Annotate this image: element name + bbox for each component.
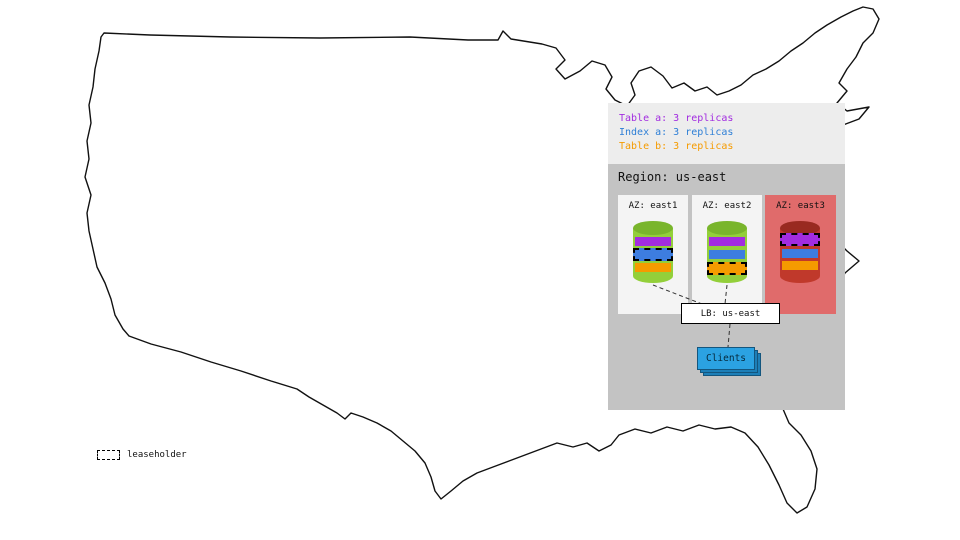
replica-table-a — [635, 237, 671, 246]
az-east3-label: AZ: east3 — [776, 201, 825, 211]
replica-index-a — [709, 250, 745, 259]
clients-stack: Clients — [697, 347, 761, 376]
leaseholder-key: leaseholder — [97, 450, 187, 460]
replica-index-a — [782, 249, 818, 258]
legend-table-a: Table a: 3 replicas — [619, 113, 734, 124]
clients-box: Clients — [697, 347, 755, 370]
az-east3: AZ: east3 — [765, 195, 836, 314]
replica-table-b — [635, 263, 671, 272]
replica-table-a-leaseholder — [780, 233, 820, 246]
clients-label: Clients — [705, 353, 747, 364]
az-east2-label: AZ: east2 — [702, 201, 752, 211]
replica-index-a-leaseholder — [633, 248, 673, 261]
az-east2: AZ: east2 — [692, 195, 762, 314]
replica-table-b-leaseholder — [707, 262, 747, 275]
leaseholder-swatch-icon — [97, 450, 120, 460]
region-label: Region: us-east — [618, 170, 727, 184]
replica-table-a — [709, 237, 745, 246]
legend-index-a: Index a: 3 replicas — [619, 127, 734, 138]
legend-table-b: Table b: 3 replicas — [619, 141, 734, 152]
load-balancer-label: LB: us-east — [700, 308, 761, 319]
load-balancer: LB: us-east — [681, 303, 780, 324]
leaseholder-key-label: leaseholder — [127, 450, 187, 460]
replica-legend: Table a: 3 replicas Index a: 3 replicas … — [608, 103, 845, 164]
replica-table-b — [782, 261, 818, 270]
az-east1-label: AZ: east1 — [628, 201, 678, 211]
az-east1: AZ: east1 — [618, 195, 688, 314]
